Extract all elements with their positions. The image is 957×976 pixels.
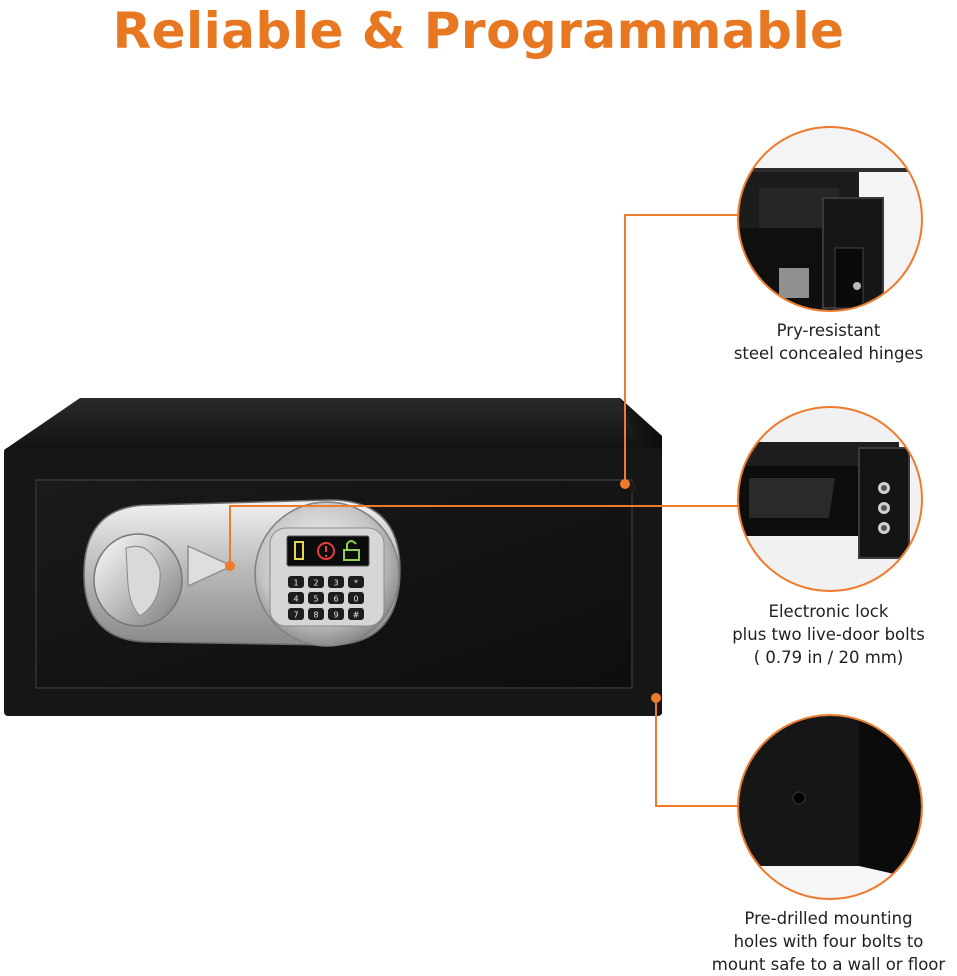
leader-line-mount-h	[655, 805, 740, 807]
alert-icon	[317, 542, 335, 560]
leader-line-hinges-h	[624, 214, 749, 216]
svg-text:6: 6	[333, 595, 338, 604]
leader-line-hinges	[624, 214, 626, 484]
keypad-key: 6	[328, 592, 344, 604]
svg-text:0: 0	[353, 595, 358, 604]
page-title: Reliable & Programmable	[112, 2, 845, 60]
svg-text:8: 8	[313, 611, 318, 620]
keypad-key: #	[348, 608, 364, 620]
hinge-caption: Pry-resistant steel concealed hinges	[700, 319, 957, 365]
bolt-caption-line-1: Electronic lock	[768, 602, 889, 621]
keypad: 1 2 3 * 4 5 6 0 7 8 9 #	[288, 576, 364, 620]
svg-text:9: 9	[333, 611, 338, 620]
bolt-caption-line-3: ( 0.79 in / 20 mm)	[753, 648, 904, 667]
mount-caption-line-3: mount safe to a wall or floor	[711, 955, 946, 974]
arrow-indicator	[187, 544, 234, 588]
keypad-key: 9	[328, 608, 344, 620]
svg-text:#: #	[353, 611, 360, 620]
leader-dot-lock	[225, 561, 235, 571]
svg-text:*: *	[354, 579, 358, 588]
hinge-caption-line-2: steel concealed hinges	[733, 344, 924, 363]
keypad-key: *	[348, 576, 364, 588]
keypad-key: 4	[288, 592, 304, 604]
keypad-key: 7	[288, 608, 304, 620]
bolt-detail-circle	[737, 406, 923, 592]
mounting-hole	[792, 791, 806, 805]
bolt-caption-line-2: plus two live-door bolts	[732, 625, 925, 644]
svg-text:7: 7	[293, 611, 298, 620]
keypad-key: 2	[308, 576, 324, 588]
leader-dot-hinges	[620, 479, 630, 489]
svg-text:3: 3	[333, 579, 338, 588]
leader-line-lock-v	[229, 505, 231, 566]
keypad-key: 5	[308, 592, 324, 604]
bolt-caption: Electronic lock plus two live-door bolts…	[700, 600, 957, 669]
unlock-icon	[343, 549, 360, 561]
safe-illustration: 1 2 3 * 4 5 6 0 7 8 9 #	[4, 398, 662, 716]
leader-line-mount	[655, 698, 657, 806]
svg-text:4: 4	[293, 595, 298, 604]
svg-text:2: 2	[313, 579, 318, 588]
mount-caption-line-2: holes with four bolts to	[733, 932, 924, 951]
svg-text:5: 5	[313, 595, 318, 604]
svg-text:1: 1	[293, 579, 298, 588]
safe-top	[4, 398, 662, 450]
mount-caption: Pre-drilled mounting holes with four bol…	[700, 907, 957, 976]
leader-line-lock	[229, 505, 740, 507]
hinge-caption-line-1: Pry-resistant	[776, 321, 881, 340]
keypad-key: 1	[288, 576, 304, 588]
hinge-detail-circle	[737, 126, 923, 312]
keypad-key: 0	[348, 592, 364, 604]
keypad-key: 8	[308, 608, 324, 620]
battery-icon	[294, 541, 304, 560]
leader-dot-mount	[651, 693, 661, 703]
mount-caption-line-1: Pre-drilled mounting	[744, 909, 913, 928]
mounting-hole-detail-circle	[737, 714, 923, 900]
keypad-key: 3	[328, 576, 344, 588]
